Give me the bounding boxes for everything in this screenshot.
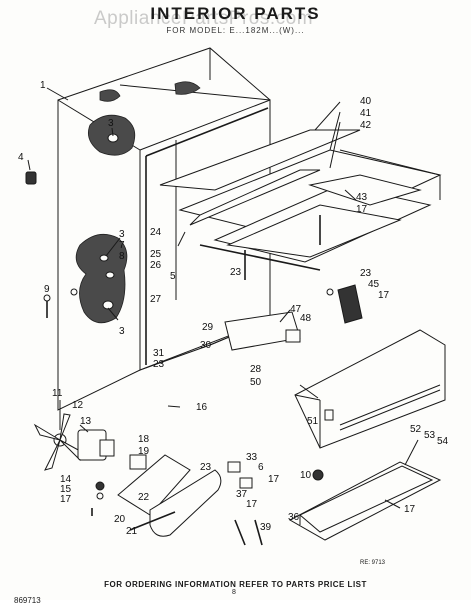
callout-31: 31 bbox=[153, 348, 165, 359]
callout-27: 27 bbox=[150, 294, 162, 305]
callout-12: 12 bbox=[72, 400, 84, 411]
callout-43: 43 bbox=[356, 192, 368, 203]
callout-11: 11 bbox=[52, 388, 63, 399]
callout-50: 50 bbox=[250, 377, 262, 388]
callout-21: 21 bbox=[126, 526, 138, 537]
part-45-bracket bbox=[326, 284, 363, 324]
callout-48: 48 bbox=[300, 313, 312, 324]
callout-23d: 23 bbox=[200, 462, 212, 473]
fan-motor-assembly bbox=[33, 413, 115, 471]
model-subtitle: FOR MODEL: E...182M...(W)... bbox=[166, 26, 305, 35]
page-title: INTERIOR PARTS bbox=[150, 4, 321, 23]
callout-42: 42 bbox=[360, 120, 372, 131]
shelf-frames bbox=[159, 129, 442, 280]
callout-53: 53 bbox=[424, 430, 436, 441]
callout-18: 18 bbox=[138, 434, 150, 445]
page-number: 8 bbox=[232, 589, 236, 596]
callout-17e: 17 bbox=[268, 474, 280, 485]
callout-30: 30 bbox=[200, 340, 212, 351]
part-9-screw bbox=[43, 294, 51, 318]
callout-17f: 17 bbox=[404, 504, 416, 515]
cabinet-liner bbox=[57, 47, 271, 411]
part-14-15-bracket bbox=[91, 481, 105, 516]
callout-51: 51 bbox=[307, 416, 319, 427]
callout-39: 39 bbox=[260, 522, 272, 533]
watermark: AppliancePartsPros.com bbox=[94, 8, 314, 29]
callout-3c: 3 bbox=[119, 326, 125, 337]
callout-37: 37 bbox=[236, 489, 248, 500]
callout-15: 15 bbox=[60, 484, 72, 495]
callout-23c: 23 bbox=[360, 268, 372, 279]
control-parts bbox=[227, 461, 324, 546]
callout-23b: 23 bbox=[230, 267, 242, 278]
document-number: 869713 bbox=[14, 596, 41, 605]
callout-9: 9 bbox=[44, 284, 50, 295]
callout-13: 13 bbox=[80, 416, 92, 427]
callout-8: 8 bbox=[119, 251, 125, 262]
callout-labels: 1 3 4 3 7 8 9 3 24 25 26 5 27 29 31 23 3… bbox=[18, 80, 449, 537]
part-47-48-rail bbox=[224, 311, 301, 351]
callout-36: 36 bbox=[288, 512, 300, 523]
figure-code: RE: 9713 bbox=[360, 560, 386, 566]
callout-23a: 23 bbox=[153, 359, 165, 370]
part-50-rear-panel bbox=[294, 329, 446, 449]
callout-17b: 17 bbox=[378, 290, 390, 301]
callout-25: 25 bbox=[150, 249, 162, 260]
callout-33: 33 bbox=[246, 452, 258, 463]
callout-47: 47 bbox=[290, 304, 302, 315]
callout-41: 41 bbox=[360, 108, 372, 119]
callout-29: 29 bbox=[202, 322, 214, 333]
air-duct bbox=[117, 454, 222, 537]
callout-20: 20 bbox=[114, 514, 126, 525]
callout-17d: 17 bbox=[246, 499, 258, 510]
callout-14: 14 bbox=[60, 474, 72, 485]
callout-40: 40 bbox=[360, 96, 372, 107]
callout-24: 24 bbox=[150, 227, 162, 238]
callout-28: 28 bbox=[250, 364, 262, 375]
callout-6: 6 bbox=[258, 462, 264, 473]
callout-54: 54 bbox=[437, 436, 449, 447]
callout-5: 5 bbox=[170, 271, 176, 282]
callout-10: 10 bbox=[300, 470, 312, 481]
callout-22: 22 bbox=[138, 492, 150, 503]
callout-3a: 3 bbox=[108, 118, 114, 129]
callout-19: 19 bbox=[138, 446, 150, 457]
ordering-footer: FOR ORDERING INFORMATION REFER TO PARTS … bbox=[104, 580, 367, 589]
leader-lines bbox=[27, 87, 419, 509]
part-4-clip bbox=[25, 171, 37, 185]
callout-17c: 17 bbox=[60, 494, 72, 505]
callout-52: 52 bbox=[410, 424, 422, 435]
callout-3b: 3 bbox=[119, 229, 125, 240]
base-pan bbox=[288, 461, 442, 541]
callout-1: 1 bbox=[40, 80, 46, 91]
callout-4: 4 bbox=[18, 152, 24, 163]
callout-16: 16 bbox=[196, 402, 208, 413]
callout-17a: 17 bbox=[356, 204, 368, 215]
callout-45: 45 bbox=[368, 279, 380, 290]
callout-7: 7 bbox=[119, 240, 125, 251]
callout-26: 26 bbox=[150, 260, 162, 271]
